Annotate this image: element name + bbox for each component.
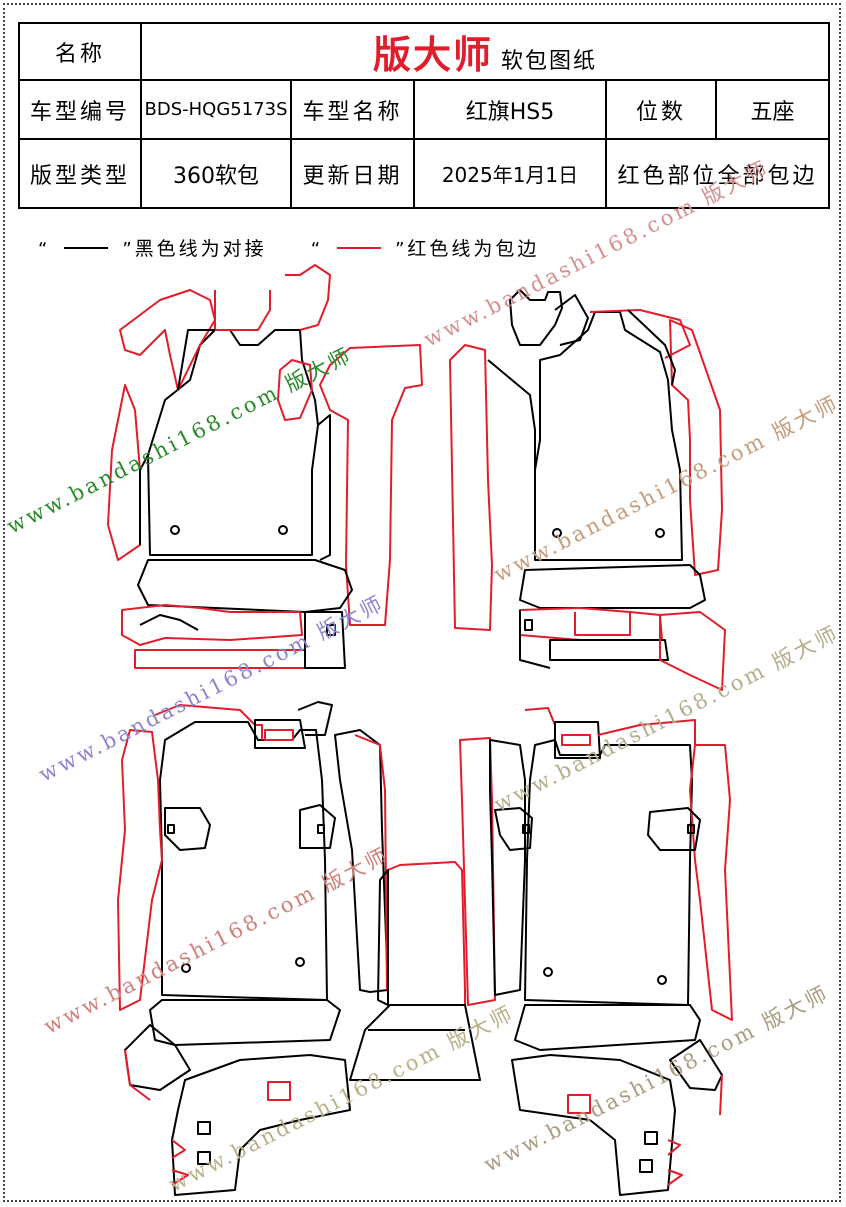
model-name-value: 红旗HS5: [413, 79, 607, 140]
legend-quote-close: ”: [122, 239, 135, 260]
front-left-mat: [107, 264, 423, 669]
spec-table: 名称 版大师软包图纸 车型编号 BDS-HQG5173S 车型名称 红旗HS5 …: [18, 22, 831, 209]
legend-red-line: [337, 246, 382, 249]
model-name-label: 车型名称: [290, 79, 415, 140]
rear-right-mat: [489, 707, 733, 1196]
legend-quote-open: “: [38, 239, 51, 260]
model-code-label: 车型编号: [18, 79, 142, 140]
legend-quote-close-2: ”: [395, 239, 408, 260]
legend-black-line: [64, 246, 109, 249]
pattern-type-label: 版型类型: [18, 138, 142, 209]
brand-name: 版大师: [372, 33, 493, 77]
name-label: 名称: [18, 22, 142, 81]
front-right-mat: [449, 289, 726, 691]
seats-value: 五座: [714, 79, 831, 140]
legend-quote-open-2: “: [310, 239, 324, 260]
rear-center-tunnel: [349, 737, 496, 1081]
edging-note: 红色部位全部包边: [604, 138, 831, 209]
page-border: [3, 3, 841, 1202]
line-legend: “”黑色线为对接 “”红色线为包边: [38, 234, 539, 261]
legend-black-text: 黑色线为对接: [134, 238, 267, 260]
rear-left-mat: [117, 701, 389, 1196]
doc-title: 版大师软包图纸: [139, 22, 831, 81]
update-date-label: 更新日期: [290, 138, 415, 209]
doc-type: 软包图纸: [501, 49, 598, 74]
update-date-value: 2025年1月1日: [413, 138, 607, 209]
legend-red-text: 红色线为包边: [407, 238, 540, 260]
seats-label: 位数: [605, 79, 717, 140]
model-code-value: BDS-HQG5173S: [140, 79, 292, 140]
pattern-type-value: 360软包: [140, 138, 292, 209]
